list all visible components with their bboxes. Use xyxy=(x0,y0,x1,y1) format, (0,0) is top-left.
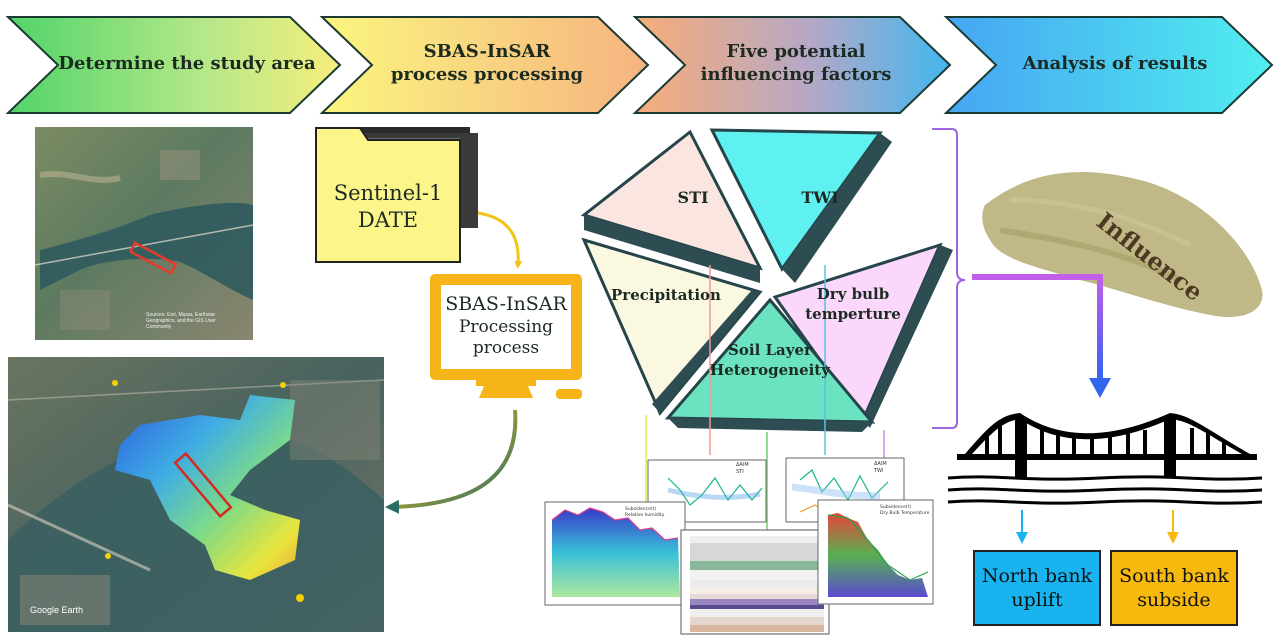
factor-pentagon xyxy=(580,128,953,432)
monitor-icon xyxy=(430,274,582,399)
deformation-map-image xyxy=(7,357,385,632)
bridge-icon xyxy=(947,413,1263,505)
step-3-chevron xyxy=(632,16,952,114)
north-arrowhead xyxy=(1016,532,1028,544)
twi-legend-2: TWI xyxy=(873,468,883,474)
soil-layer-chart xyxy=(680,529,830,635)
sentinel-folder-icon xyxy=(315,127,478,263)
influence-arrow xyxy=(972,274,1103,378)
dry-bulb-chart: Subsidence(t) Dry Bulb Temperature xyxy=(817,499,934,605)
dry-legend-1: Subsidence(t) xyxy=(880,504,911,510)
step-1-chevron xyxy=(5,16,342,114)
factor-connectors xyxy=(645,265,885,532)
influence-brush xyxy=(982,172,1263,318)
precipitation-chart: Subsidence(t) Relative humidity xyxy=(544,501,686,606)
monitor-to-map-arrow xyxy=(385,409,518,514)
precip-legend-1: Subsidence(t) xyxy=(625,506,656,512)
sti-legend-2: STI xyxy=(736,469,744,475)
influence-arrowhead xyxy=(1089,378,1111,398)
step-2-chevron xyxy=(319,16,650,114)
step-4-chevron xyxy=(943,16,1274,114)
folder-to-monitor-arrow xyxy=(477,211,523,269)
dry-legend-2: Dry Bulb Temperature xyxy=(880,510,930,516)
precip-legend-2: Relative humidity xyxy=(625,512,665,518)
factors-bracket xyxy=(932,128,966,429)
south-arrowhead xyxy=(1167,532,1179,544)
sti-legend-1: ΔAIM xyxy=(736,462,749,468)
twi-legend-1: ΔAIM xyxy=(874,461,887,467)
study-area-satellite-image xyxy=(34,127,254,340)
